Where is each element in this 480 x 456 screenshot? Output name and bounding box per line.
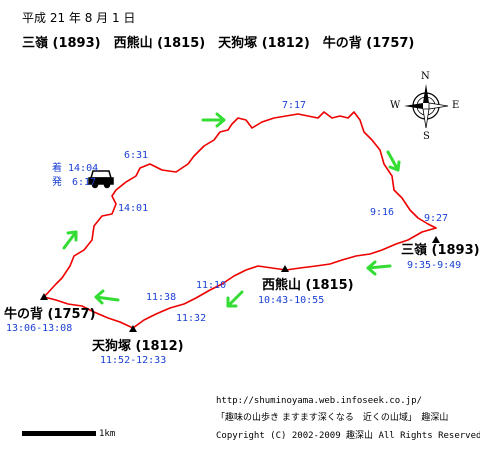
site-tagline: 「趣味の山歩き ますます深くなる 近くの山域」 趣深山 (216, 413, 449, 423)
arrow-right-icon (386, 150, 401, 172)
summit-marker-tengudzuka (129, 325, 137, 332)
waypoint-time: 11:32 (176, 313, 207, 324)
peak-name: 西熊山 (1815) (262, 278, 354, 293)
summit-marker-nishikuma (281, 265, 289, 272)
peak-time: 9:35-9:49 (407, 260, 462, 271)
waypoint-time: 9:16 (370, 207, 395, 218)
waypoint-time: 11:10 (196, 280, 227, 291)
peak-name: 天狗塚 (1812) (92, 339, 184, 354)
copyright: Copyright (C) 2002-2009 趣深山 All Rights R… (216, 431, 480, 441)
parking-depart: 発 6:17 (52, 177, 97, 188)
peaks-title: 三嶺 (1893) 西熊山 (1815) 天狗塚 (1812) 牛の背 (175… (22, 36, 415, 51)
hiking-route (43, 111, 437, 329)
waypoint-time: 14:01 (118, 203, 149, 214)
compass-e: E (452, 100, 460, 111)
site-url: http://shuminoyama.web.infoseek.co.jp/ (216, 396, 422, 406)
peak-name: 三嶺 (1893) (401, 243, 480, 258)
arrow-top-icon (201, 112, 226, 128)
peak-name: 牛の背 (1757) (4, 307, 96, 322)
compass-icon (404, 84, 449, 129)
arrow-middle-icon (226, 290, 244, 308)
parking-arrive: 着 14:04 (52, 163, 99, 174)
arrow-east-icon (366, 260, 392, 276)
scale-label: 1km (99, 429, 116, 439)
summit-markers (40, 236, 440, 332)
summit-marker-sanrei (432, 236, 440, 243)
car-icon (88, 170, 114, 189)
peak-time: 13:06-13:08 (6, 323, 73, 334)
waypoint-time: 7:17 (282, 100, 307, 111)
peak-time: 11:52-12:33 (100, 355, 167, 366)
compass-w: W (390, 100, 401, 111)
arrow-bottom-left-icon (94, 289, 120, 305)
waypoint-time: 6:31 (124, 150, 149, 161)
arrow-left-top-icon (62, 230, 78, 250)
date-text: 平成 21 年 8 月 1 日 (22, 11, 136, 25)
compass-s: S (423, 131, 430, 142)
direction-arrows (62, 112, 401, 308)
summit-marker-ushinose (40, 293, 48, 300)
scale-bar (22, 431, 96, 436)
waypoint-time: 9:27 (424, 213, 449, 224)
peak-time: 10:43-10:55 (258, 295, 325, 306)
waypoint-time: 11:38 (146, 292, 177, 303)
compass-n: N (421, 71, 430, 82)
